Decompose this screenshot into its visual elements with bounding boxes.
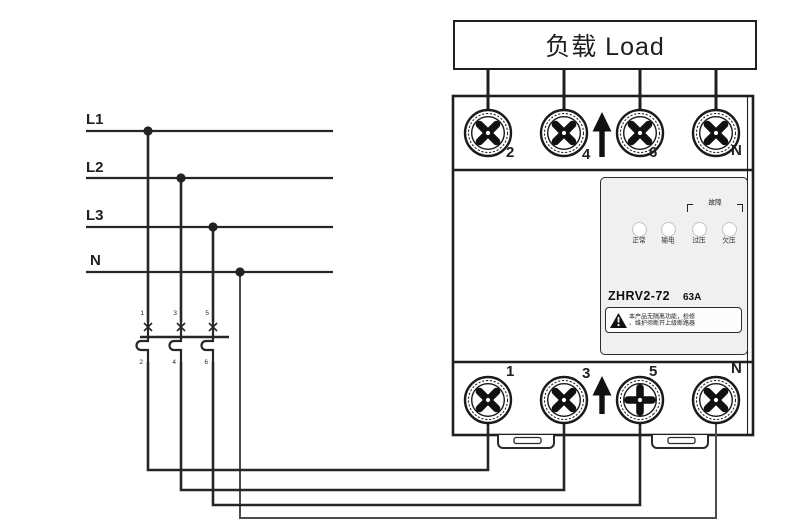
neutral-wire bbox=[239, 272, 717, 519]
model-number: ZHRV2-72 bbox=[608, 289, 671, 303]
breaker-pole-number: 6 bbox=[204, 358, 208, 366]
indicator-label: 欠压 bbox=[722, 237, 736, 245]
up-arrow-icon bbox=[592, 376, 612, 414]
warning-triangle-icon bbox=[610, 312, 627, 328]
supply-label-l1: L1 bbox=[86, 111, 104, 128]
supply-label-l2: L2 bbox=[86, 159, 104, 176]
indicator-led bbox=[691, 221, 707, 237]
terminal-label: N bbox=[731, 360, 742, 377]
terminal-label: 6 bbox=[649, 144, 658, 161]
indicator-led bbox=[721, 221, 737, 237]
screw-terminal-icon bbox=[541, 377, 587, 423]
load-label: 负载 Load bbox=[545, 33, 665, 61]
fault-indicator-bracket: 故障 bbox=[687, 200, 743, 213]
warning-box: 本产品无隔离功能，检修 、维护须断开上级断路器 bbox=[605, 307, 742, 333]
supply-label-n: N bbox=[90, 252, 101, 269]
bracket-corner bbox=[687, 204, 693, 212]
terminal-label: 4 bbox=[582, 146, 591, 163]
indicator-led bbox=[660, 221, 676, 237]
indicator-led bbox=[631, 221, 647, 237]
indicator-label: 过压 bbox=[692, 237, 706, 245]
warning-line: 、维护须断开上级断路器 bbox=[629, 319, 695, 326]
up-arrow-icon bbox=[592, 112, 612, 157]
bracket-corner bbox=[737, 204, 743, 212]
phase-tap-wires bbox=[146, 131, 215, 322]
breaker-pole-number: 4 bbox=[172, 358, 176, 366]
breaker-pole-number: 3 bbox=[173, 309, 177, 317]
output-wires bbox=[146, 362, 642, 507]
screw-terminal-icon bbox=[465, 110, 511, 156]
junction-dot bbox=[143, 126, 245, 277]
circuit-breaker-symbol bbox=[135, 322, 229, 362]
din-clip bbox=[497, 435, 709, 449]
warning-text: 本产品无隔离功能，检修 、维护须断开上级断路器 bbox=[629, 313, 695, 327]
screw-terminal-icon bbox=[693, 377, 739, 423]
current-rating: 63A bbox=[683, 292, 702, 303]
indicator-label: 输电 bbox=[661, 237, 675, 245]
indicator-group-label: 故障 bbox=[708, 199, 722, 207]
warning-line: 本产品无隔离功能，检修 bbox=[629, 313, 695, 320]
device-label-panel: 故障 正常 输电 过压 欠压 ZHRV2-72 63A 本产品无隔离功能，检修 … bbox=[600, 177, 748, 355]
screw-terminal-icon bbox=[465, 377, 511, 423]
breaker-pole-number: 2 bbox=[139, 358, 143, 366]
supply-label-l3: L3 bbox=[86, 207, 104, 224]
screw-terminal-icon bbox=[541, 110, 587, 156]
load-box: 负载 Load bbox=[453, 20, 757, 70]
breaker-pole-number: 1 bbox=[140, 309, 144, 317]
breaker-pole-number: 5 bbox=[205, 309, 209, 317]
indicator-label: 正常 bbox=[632, 237, 646, 245]
supply-lines bbox=[86, 129, 333, 274]
terminal-label: 5 bbox=[649, 363, 658, 380]
terminal-label: N bbox=[731, 142, 742, 159]
terminal-label: 3 bbox=[582, 365, 591, 382]
terminal-label: 2 bbox=[506, 144, 515, 161]
terminal-label: 1 bbox=[506, 363, 515, 380]
